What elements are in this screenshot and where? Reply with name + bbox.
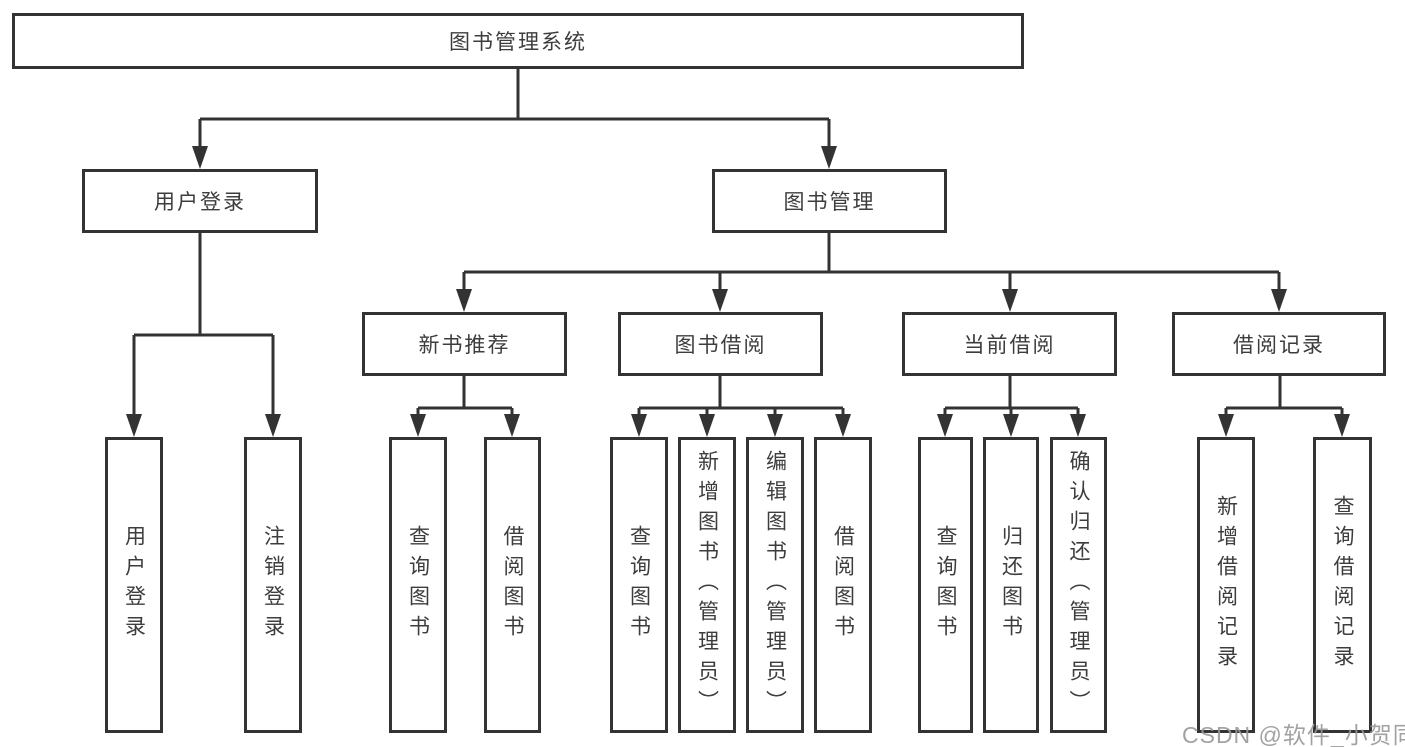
- leaf-borrow-books: 借阅图书: [814, 437, 872, 733]
- node-current-borrowing: 当前借阅: [902, 312, 1117, 376]
- leaf-query-books: 查询图书: [610, 437, 668, 733]
- node-label: 当前借阅: [963, 334, 1056, 357]
- edge-borrowrec-to-leaves: [1224, 376, 1344, 415]
- node-label: 图书管理: [783, 191, 876, 214]
- leaf-query-books: 查询图书: [918, 437, 973, 733]
- node-label: 新增图书（管理员）: [695, 450, 719, 720]
- leaf-query-books: 查询图书: [389, 437, 447, 733]
- leaf-query-borrow-record: 查询借阅记录: [1313, 437, 1372, 733]
- node-borrow-records: 借阅记录: [1172, 312, 1386, 376]
- leaf-add-books-admin: 新增图书（管理员）: [678, 437, 736, 733]
- node-label: 归还图书: [999, 525, 1023, 645]
- node-label: 查询图书: [934, 525, 957, 645]
- leaf-return-books: 归还图书: [983, 437, 1039, 733]
- leaf-borrow-books: 借阅图书: [484, 437, 541, 733]
- edge-curborrow-to-leaves: [943, 376, 1080, 415]
- node-label: 查询图书: [406, 525, 430, 645]
- node-new-book-recommend: 新书推荐: [362, 312, 567, 376]
- node-label: 新增借阅记录: [1214, 495, 1238, 675]
- node-label: 新书推荐: [418, 334, 511, 357]
- node-label: 查询借阅记录: [1331, 495, 1354, 675]
- leaf-edit-books-admin: 编辑图书（管理员）: [746, 437, 804, 733]
- node-user-login: 用户登录: [82, 169, 318, 233]
- arrowheads: [126, 146, 1350, 437]
- node-label: 注销登录: [261, 525, 285, 645]
- node-label: 借阅图书: [831, 525, 855, 645]
- node-label: 图书管理系统: [449, 31, 587, 54]
- leaf-logout: 注销登录: [244, 437, 302, 733]
- leaf-user-login: 用户登录: [105, 437, 163, 733]
- node-label: 借阅图书: [501, 525, 524, 645]
- edge-bookmgmt-to-level3: [462, 233, 1281, 290]
- leaf-confirm-return-admin: 确认归还（管理员）: [1050, 437, 1107, 733]
- node-label: 用户登录: [154, 191, 246, 214]
- leaf-add-borrow-record: 新增借阅记录: [1197, 437, 1255, 733]
- node-label: 编辑图书（管理员）: [763, 450, 787, 720]
- edge-newbookrec-to-leaves: [416, 376, 514, 415]
- node-label: 查询图书: [627, 525, 651, 645]
- edge-bookborrow-to-leaves: [637, 376, 845, 415]
- node-book-management: 图书管理: [712, 169, 947, 233]
- node-book-borrowing: 图书借阅: [618, 312, 823, 376]
- csdn-watermark: CSDN @软件_小贺同学: [1182, 722, 1405, 747]
- node-library-management-system: 图书管理系统: [12, 13, 1024, 69]
- node-label: 图书借阅: [674, 334, 767, 357]
- node-label: 借阅记录: [1233, 334, 1325, 357]
- node-label: 用户登录: [122, 525, 146, 645]
- edge-userlogin-to-leaves: [132, 233, 275, 415]
- node-label: 确认归还（管理员）: [1067, 450, 1090, 720]
- edge-root-to-level2: [198, 69, 831, 147]
